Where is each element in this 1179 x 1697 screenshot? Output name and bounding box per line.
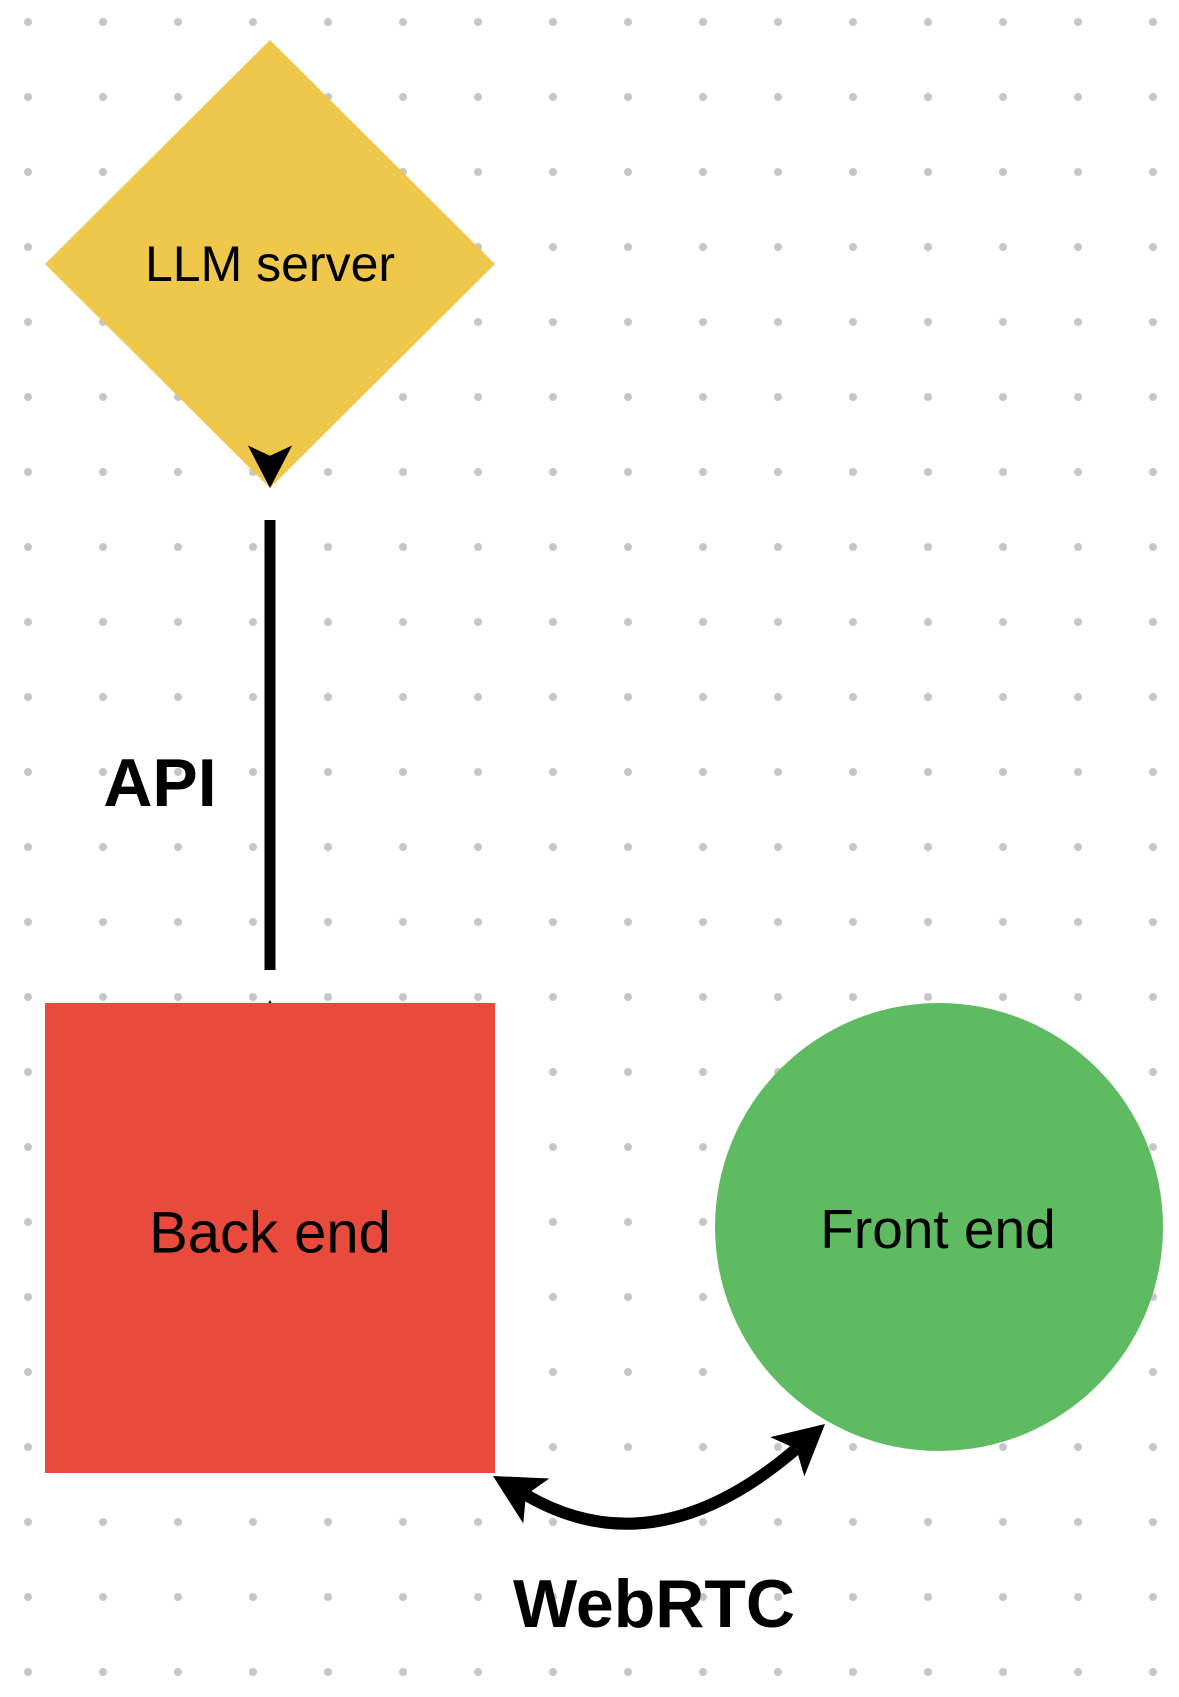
api-arrow-head-up-icon (247, 445, 293, 488)
node-back-end-label: Back end (149, 1201, 391, 1266)
node-front-end-label: Front end (820, 1198, 1055, 1260)
webrtc-arrow-head-left-icon (493, 1476, 550, 1524)
webrtc-arrow-shaft (522, 1444, 800, 1530)
node-front-end[interactable] (715, 1003, 1163, 1451)
webrtc-arrow-head-right-icon (770, 1424, 825, 1477)
connector-webrtc-label: WebRTC (513, 1566, 795, 1642)
connector-api-arrow[interactable] (247, 445, 293, 1043)
node-llm-server-label: LLM server (145, 236, 395, 292)
connector-webrtc-arrow[interactable] (480, 1404, 842, 1530)
connector-api-label: API (103, 745, 216, 821)
node-llm-server[interactable] (45, 40, 495, 488)
node-back-end[interactable] (45, 1003, 495, 1473)
